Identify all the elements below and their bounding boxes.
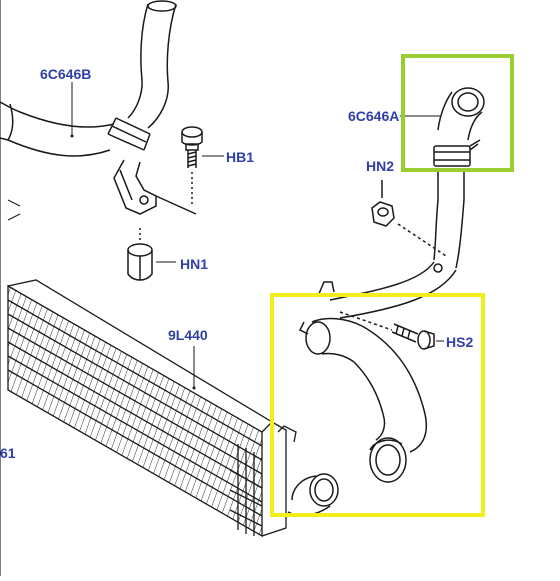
label-61-partial: 61 [0,445,16,461]
highlight-box-yellow [270,293,485,517]
label-9l440: 9L440 [168,327,208,343]
nut-hn2 [371,180,447,257]
nut-hn1 [127,228,153,281]
bolt-hs2 [339,311,435,350]
hose-lower [287,317,428,517]
frame-ticks-left [7,199,21,221]
intercooler-9l440 [7,279,297,538]
label-hs2: HS2 [446,334,474,350]
hose-6c646a [317,87,485,319]
bolt-hb1 [181,126,203,204]
label-hb1: HB1 [226,149,255,165]
label-6c646b: 6C646B [40,66,92,82]
label-6c646a: 6C646A [348,108,400,124]
label-hn1: HN1 [180,256,209,272]
highlight-box-green [401,54,514,172]
hose-6c646b [0,0,197,215]
label-hn2: HN2 [366,158,395,174]
